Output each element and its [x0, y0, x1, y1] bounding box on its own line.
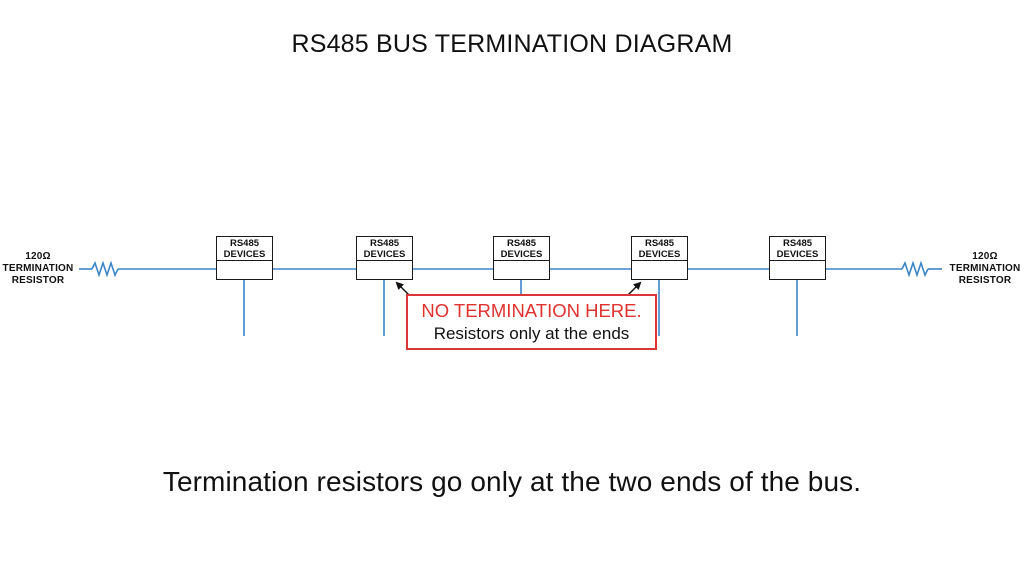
termination-line2-right: RESISTOR — [958, 275, 1012, 286]
device-label-line2: DEVICES — [223, 249, 266, 260]
rs485-device-4: RS485 DEVICES — [631, 236, 688, 280]
device-label: RS485 DEVICES — [770, 237, 825, 261]
resistor-left-icon — [91, 260, 119, 278]
rs485-device-3: RS485 DEVICES — [493, 236, 550, 280]
callout-heading: NO TERMINATION HERE. — [421, 300, 642, 321]
device-label-line2: DEVICES — [363, 249, 406, 260]
termination-line2-left: RESISTOR — [11, 275, 65, 286]
rs485-device-1: RS485 DEVICES — [216, 236, 273, 280]
device-label: RS485 DEVICES — [632, 237, 687, 261]
callout-body: Resistors only at the ends — [433, 324, 630, 343]
diagram-title: RS485 BUS TERMINATION DIAGRAM — [291, 30, 733, 58]
termination-label-left: 120Ω TERMINATION RESISTOR — [0, 251, 83, 287]
device-label: RS485 DEVICES — [494, 237, 549, 261]
termination-value-right: 120Ω — [972, 251, 998, 262]
diagram-caption: Termination resistors go only at the two… — [162, 466, 862, 497]
device-label-line1: RS485 — [506, 238, 537, 249]
device-label-line2: DEVICES — [500, 249, 543, 260]
termination-label-right: 120Ω TERMINATION RESISTOR — [940, 251, 1024, 287]
device-label-line2: DEVICES — [638, 249, 681, 260]
note-arrow-right — [626, 281, 642, 297]
rs485-device-5: RS485 DEVICES — [769, 236, 826, 280]
note-arrow-left — [395, 281, 411, 297]
resistor-right-icon — [901, 260, 929, 278]
device-label-line1: RS485 — [644, 238, 675, 249]
device-label-line1: RS485 — [369, 238, 400, 249]
device-label-line1: RS485 — [229, 238, 260, 249]
no-termination-callout: NO TERMINATION HERE. Resistors only at t… — [406, 294, 657, 350]
device-label: RS485 DEVICES — [217, 237, 272, 261]
termination-value-left: 120Ω — [25, 251, 51, 262]
rs485-device-2: RS485 DEVICES — [356, 236, 413, 280]
device-label-line1: RS485 — [782, 238, 813, 249]
termination-line1-left: TERMINATION — [2, 263, 74, 274]
device-label-line2: DEVICES — [776, 249, 819, 260]
device-label: RS485 DEVICES — [357, 237, 412, 261]
termination-line1-right: TERMINATION — [949, 263, 1021, 274]
